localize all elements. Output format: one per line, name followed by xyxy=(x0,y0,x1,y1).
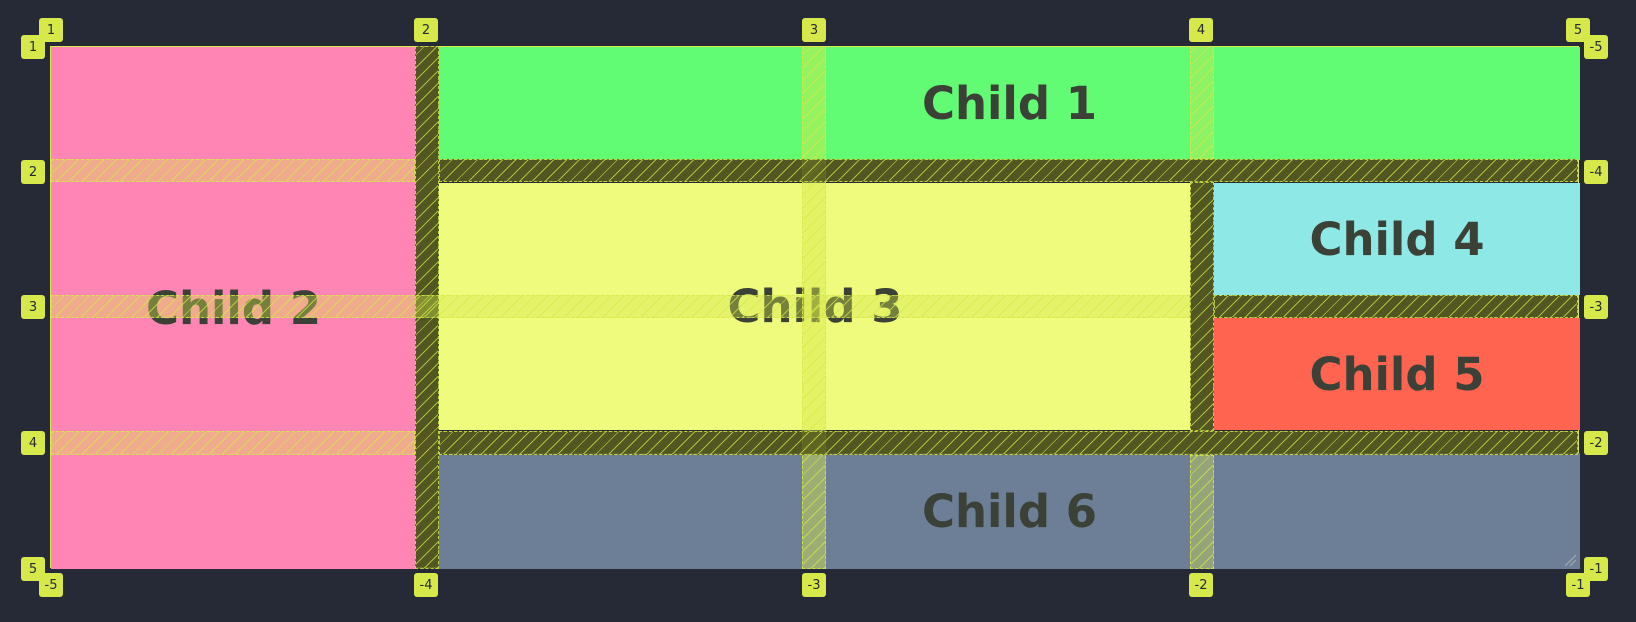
row-line-label: -2 xyxy=(1584,431,1608,455)
row-line-label: 4 xyxy=(21,431,45,455)
row-line-label: 3 xyxy=(21,295,45,319)
row-line-label: -1 xyxy=(1584,557,1608,581)
row-gap xyxy=(439,159,1578,182)
column-line-label: -2 xyxy=(1189,573,1213,597)
grid-child-1[interactable]: Child 1 xyxy=(439,47,1580,160)
resize-handle-icon[interactable] xyxy=(1563,553,1577,567)
row-gap xyxy=(51,159,415,182)
row-gap xyxy=(51,431,415,455)
child-label: Child 6 xyxy=(921,484,1098,538)
row-line-label: 5 xyxy=(21,557,45,581)
row-gap xyxy=(1214,295,1578,318)
grid-child-5[interactable]: Child 5 xyxy=(1214,318,1580,430)
column-line-label: 2 xyxy=(414,18,438,42)
column-gap xyxy=(1190,46,1214,159)
grid-child-6[interactable]: Child 6 xyxy=(439,453,1580,569)
column-line-label: 3 xyxy=(802,18,826,42)
child-label: Child 1 xyxy=(921,77,1098,130)
column-line-label: -4 xyxy=(414,573,438,597)
column-line-label: -3 xyxy=(802,573,826,597)
row-gap xyxy=(51,295,1190,318)
child-label: Child 5 xyxy=(1309,347,1485,401)
column-line-label: 4 xyxy=(1189,18,1213,42)
column-gap xyxy=(1190,455,1214,569)
row-line-label: -5 xyxy=(1584,35,1608,59)
row-line-label: -3 xyxy=(1584,295,1608,319)
row-gap xyxy=(439,431,1578,455)
column-gap xyxy=(1190,182,1214,431)
row-line-label: -4 xyxy=(1584,160,1608,184)
row-line-label: 2 xyxy=(21,160,45,184)
child-label: Child 4 xyxy=(1309,212,1485,266)
row-line-label: 1 xyxy=(21,35,45,59)
grid-child-4[interactable]: Child 4 xyxy=(1214,183,1580,295)
